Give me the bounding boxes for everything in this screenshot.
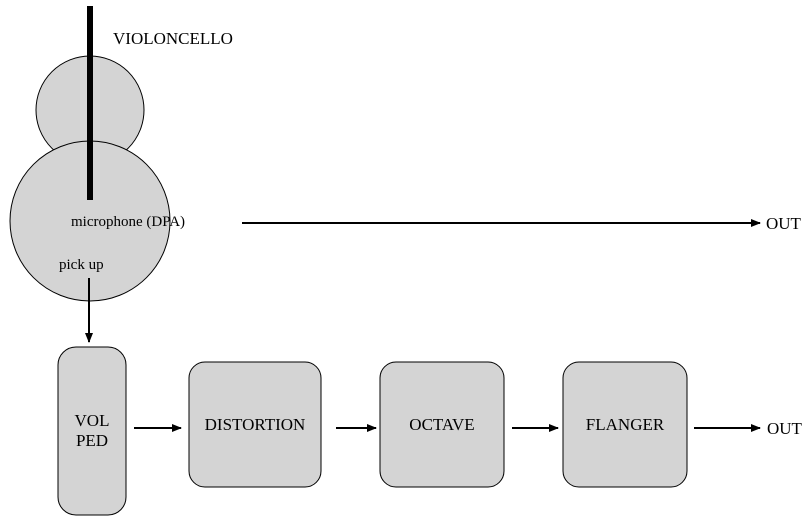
- distortion-label: DISTORTION: [204, 414, 306, 434]
- flanger-label: FLANGER: [585, 414, 665, 434]
- volume-pedal-line1: VOL: [74, 411, 110, 431]
- flanger-box: [562, 361, 688, 488]
- volume-pedal-box: [57, 346, 127, 516]
- chain-out-label: OUT: [767, 419, 802, 438]
- instrument-label: VIOLONCELLO: [113, 29, 233, 48]
- pickup-label: pick up: [59, 257, 104, 273]
- octave-box: [379, 361, 505, 488]
- distortion-box: [188, 361, 322, 488]
- volume-pedal-line2: PED: [75, 431, 109, 450]
- octave-label: OCTAVE: [409, 414, 475, 434]
- volume-pedal-label: VOL PED: [58, 347, 126, 515]
- microphone-label: microphone (DPA): [71, 214, 186, 230]
- mic-out-label: OUT: [766, 214, 801, 233]
